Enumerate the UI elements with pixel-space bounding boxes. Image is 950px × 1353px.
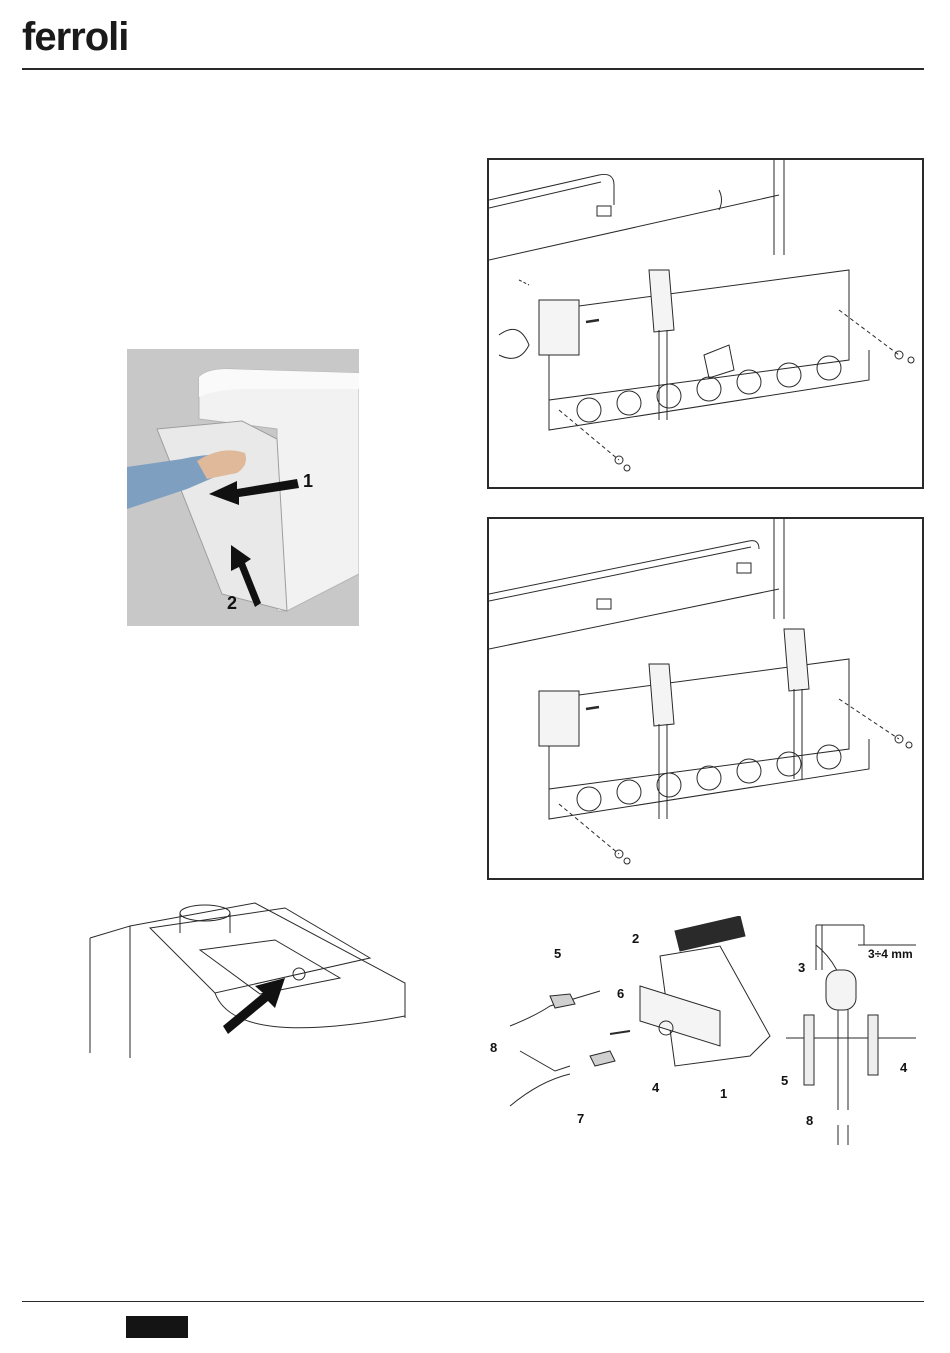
header-rule: [22, 68, 924, 70]
detail-label-8: 8: [806, 1113, 813, 1128]
gas-valve-exploded-figure-single: [487, 158, 924, 489]
gas-valve-exploded-figure-double: [487, 517, 924, 880]
footer-rule: [22, 1301, 924, 1302]
front-panel-removal-photo: 1 2: [127, 349, 359, 626]
pilot-label-4: 4: [652, 1080, 660, 1095]
photo-label-1: 1: [303, 471, 313, 491]
photo-label-2: 2: [227, 593, 237, 613]
detail-label-5: 5: [781, 1073, 788, 1088]
pilot-label-6: 6: [617, 986, 624, 1001]
detail-gap-label: 3÷4 mm: [868, 947, 913, 961]
detail-label-4: 4: [900, 1060, 908, 1075]
pilot-label-7: 7: [577, 1111, 584, 1126]
pilot-detail-figure: 3÷4 mm 3 4 5 8: [776, 920, 936, 1145]
pilot-label-1: 1: [720, 1086, 727, 1101]
logo-wordmark: ferroli: [22, 15, 128, 59]
pilot-label-8: 8: [490, 1040, 497, 1055]
boiler-top-figure: [85, 898, 410, 1058]
pilot-label-2: 2: [632, 931, 639, 946]
pilot-burner-exploded-figure: 1 2 4 5 6 7 8: [490, 916, 790, 1136]
pilot-label-5: 5: [554, 946, 561, 961]
ferroli-logo: ferroli: [22, 8, 132, 60]
page-number-tab: [126, 1316, 188, 1338]
detail-label-3: 3: [798, 960, 805, 975]
